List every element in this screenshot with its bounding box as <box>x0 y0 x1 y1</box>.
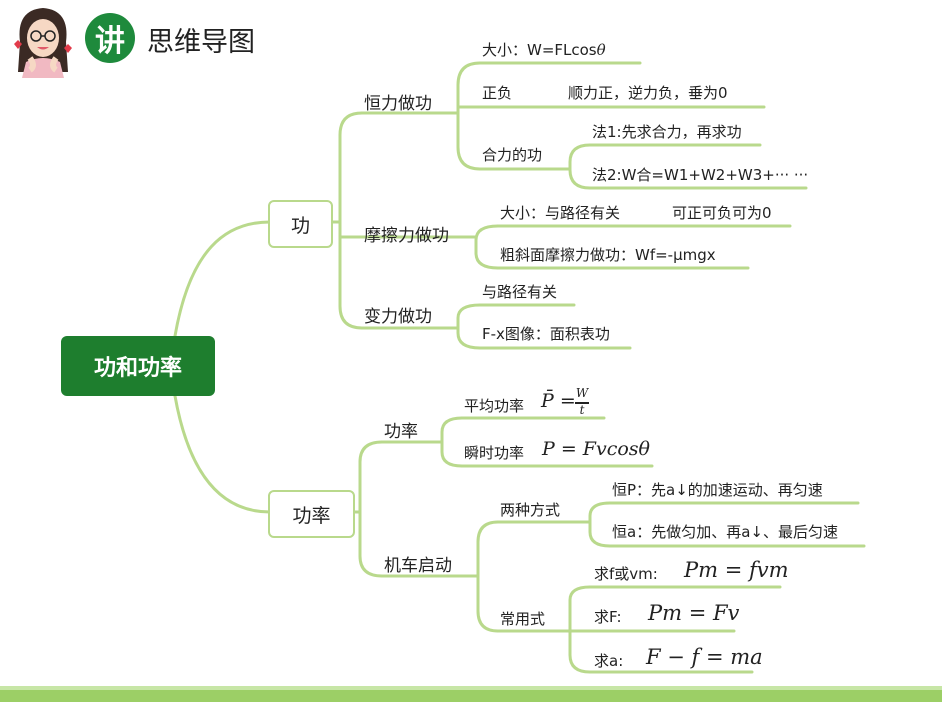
find-f-formula: Pm = fvm <box>684 558 789 582</box>
node-constant-force-work: 恒力做功 <box>364 94 432 114</box>
constant-magnitude-text: 大小：W=FLcos <box>482 41 597 59</box>
friction-sign: 可正可负可为0 <box>672 204 772 222</box>
node-variable-force-work: 变力做功 <box>364 307 432 327</box>
ground-strip <box>0 690 942 702</box>
find-a-label: 求a: <box>594 652 624 670</box>
ground-highlight <box>0 686 942 691</box>
header-title: 思维导图 <box>147 27 255 58</box>
node-common-formulas: 常用式 <box>500 610 546 628</box>
find-F-formula: Pm = Fv <box>648 601 740 625</box>
root-node: 功和功率 <box>61 336 215 396</box>
average-power-numerator: W <box>575 386 589 400</box>
constant-magnitude: 大小：W=FLcosθ <box>482 39 606 60</box>
mode-constant-power: 恒P：先a↓的加速运动、再匀速 <box>612 481 823 499</box>
fraction-bar <box>575 402 589 404</box>
node-friction-work: 摩擦力做功 <box>364 226 449 246</box>
average-power-lhs: P̄ = <box>541 390 576 412</box>
node-work: 功 <box>268 200 333 248</box>
resultant-method-2: 法2:W合=W1+W2+W3+··· ··· <box>592 166 809 184</box>
average-power-label: 平均功率 <box>464 397 525 415</box>
instant-power-formula: P = Fvcosθ <box>542 438 650 460</box>
variable-path: 与路径有关 <box>482 283 558 301</box>
teacher-avatar <box>8 2 78 78</box>
lecture-badge: 讲 <box>85 13 135 63</box>
friction-slope: 粗斜面摩擦力做功：Wf=-μmgx <box>500 246 716 264</box>
header: 讲 思维导图 <box>0 0 320 80</box>
node-two-modes: 两种方式 <box>500 501 561 519</box>
connector-root-work <box>173 220 272 338</box>
find-a-formula: F − f = ma <box>646 645 763 669</box>
connector-work-branch <box>338 111 364 330</box>
resultant-method-1: 法1:先求合力，再求功 <box>592 123 742 141</box>
constant-sign-label: 正负 <box>482 84 513 102</box>
find-f-label: 求f或vm: <box>594 565 658 583</box>
average-power-denominator: t <box>579 403 585 417</box>
variable-graph: F-x图像：面积表功 <box>482 325 610 343</box>
connector-power-branch <box>358 440 384 578</box>
find-F-label: 求F: <box>594 608 622 626</box>
node-power-sub: 功率 <box>384 422 418 442</box>
theta-symbol: θ <box>596 41 606 59</box>
instant-power-label: 瞬时功率 <box>464 444 525 462</box>
connector-root-power <box>173 394 272 514</box>
node-engine-start: 机车启动 <box>384 556 452 576</box>
constant-sign-text: 顺力正，逆力负，垂为0 <box>568 84 728 102</box>
friction-magnitude: 大小：与路径有关 <box>500 204 621 222</box>
node-power: 功率 <box>268 490 355 538</box>
mode-constant-acceleration: 恒a：先做匀加、再a↓、最后匀速 <box>612 523 838 541</box>
node-resultant-work: 合力的功 <box>482 146 543 164</box>
